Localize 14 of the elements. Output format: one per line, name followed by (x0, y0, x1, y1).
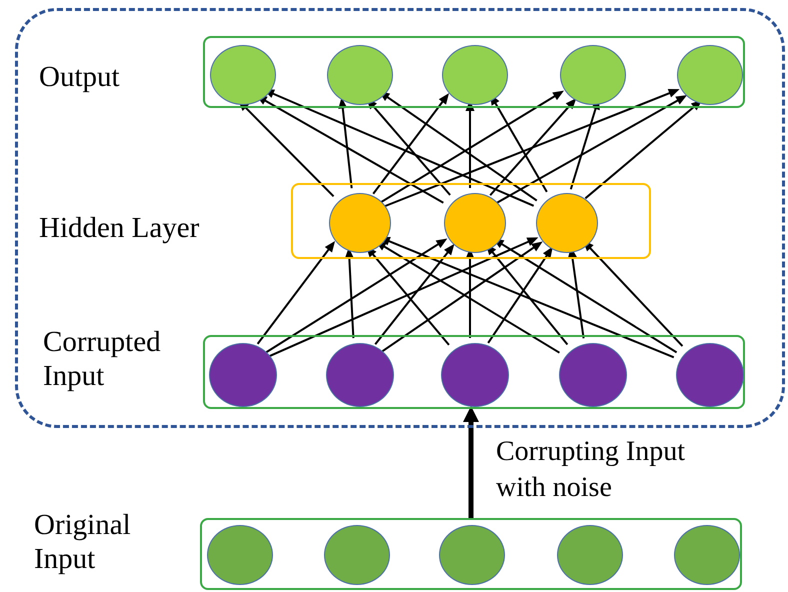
neuron-circle (536, 193, 598, 253)
neuron-circle (677, 45, 743, 105)
neuron-circle (329, 193, 391, 253)
neuron-circle (209, 343, 277, 407)
neuron-circle (674, 525, 740, 585)
dashed-group-box (15, 8, 785, 428)
layer-label: Corrupted Input (43, 325, 162, 393)
neuron-circle (326, 343, 394, 407)
layer-label: Hidden Layer (39, 211, 200, 245)
neuron-circle (559, 343, 627, 407)
layer-label: Original Input (34, 508, 132, 576)
neuron-circle (444, 193, 506, 253)
layer-label: Output (39, 60, 121, 94)
neuron-circle (676, 343, 744, 407)
